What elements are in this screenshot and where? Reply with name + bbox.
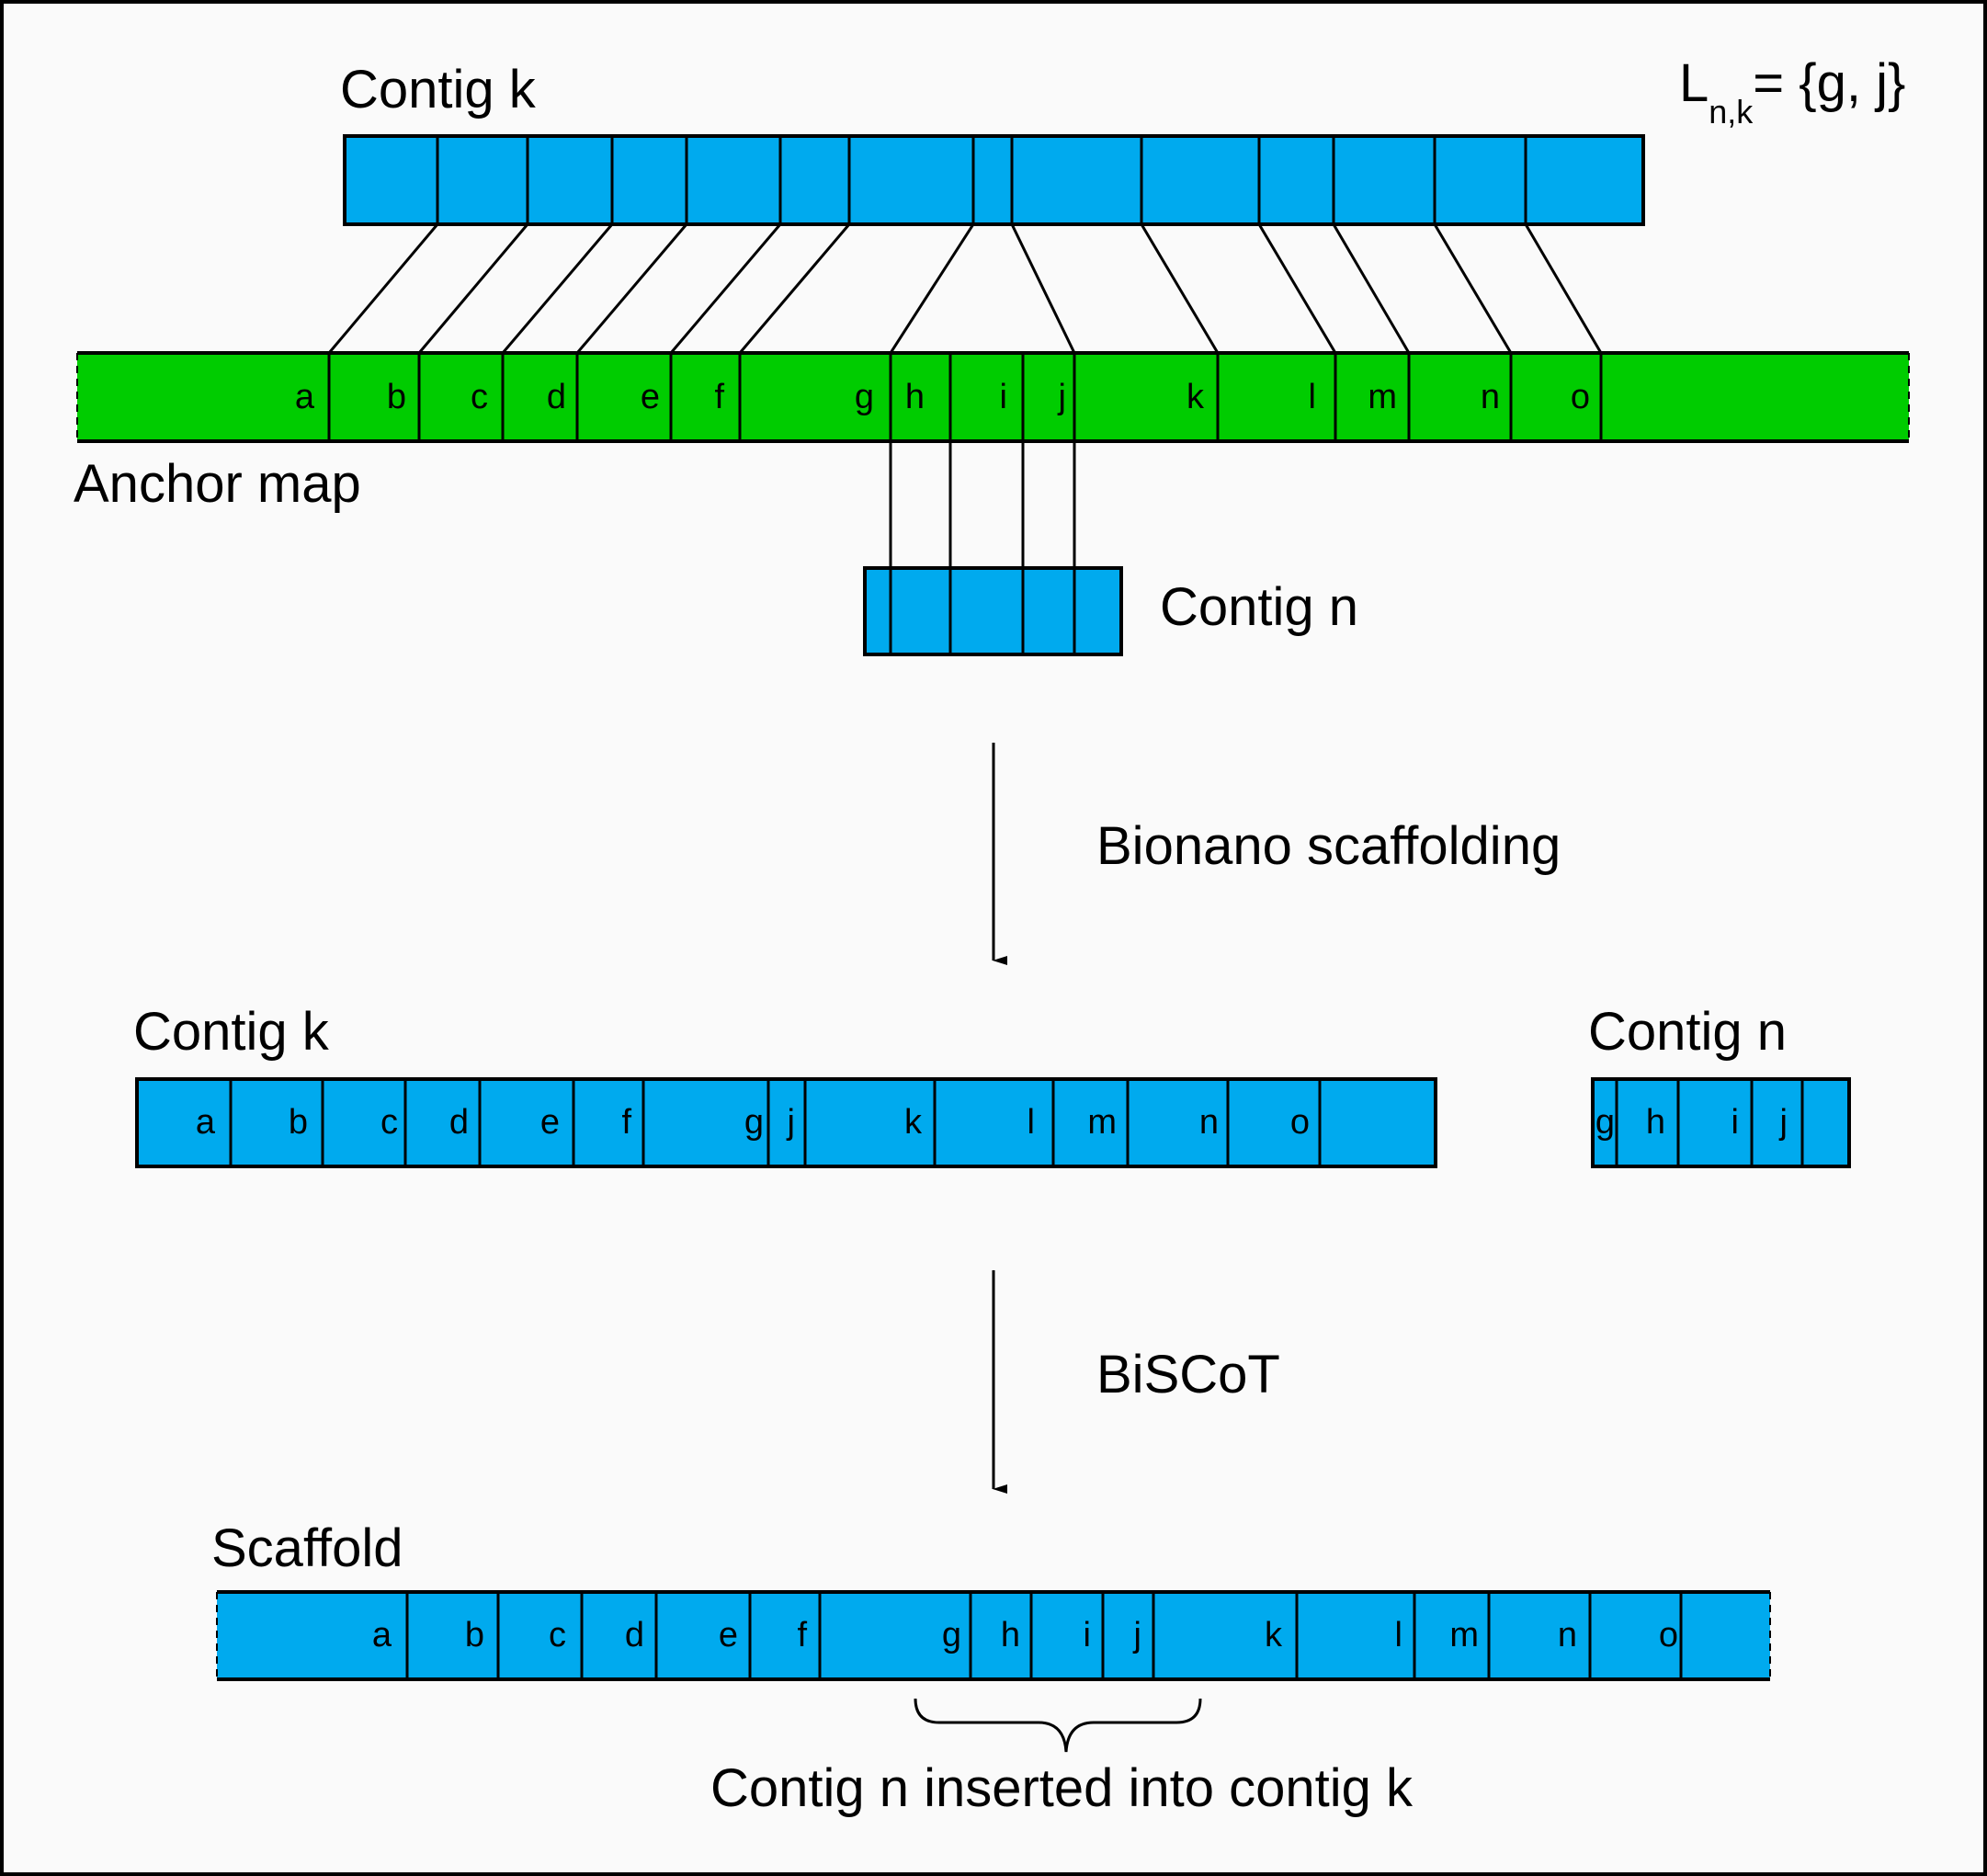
contig-k-result-labels: a b c d e f g j k l m n o: [196, 1103, 1310, 1142]
anchor-map-dividers: [327, 353, 1603, 441]
curly-brace-icon: [914, 1698, 1202, 1753]
result-label: n: [1199, 1103, 1219, 1142]
contig-n-body: [863, 566, 1123, 656]
scaffold-label: m: [1449, 1616, 1479, 1654]
result-label: j: [787, 1103, 795, 1142]
scaffold-label: j: [1133, 1616, 1141, 1654]
step2-label: BiSCoT: [1096, 1345, 1280, 1404]
scaffold-label: f: [797, 1616, 807, 1654]
contig-k-result-title: Contig k: [133, 1002, 330, 1062]
alignment-line: [575, 223, 688, 354]
alignment-line: [669, 223, 782, 354]
inserted-caption: Contig n inserted into contig k: [710, 1758, 1414, 1818]
scaffold-label: c: [549, 1616, 566, 1654]
scaffold-label: b: [465, 1616, 484, 1654]
anchor-label: o: [1571, 378, 1590, 416]
scaffold-label: a: [372, 1616, 392, 1654]
contig-k-result-body: [135, 1077, 1437, 1168]
contig-n-result-label: g: [1595, 1103, 1615, 1142]
contig-k-bar: [343, 134, 1645, 226]
anchor-label: c: [471, 378, 488, 416]
result-label: o: [1290, 1103, 1310, 1142]
scaffold-label: l: [1395, 1616, 1402, 1654]
step1-label: Bionano scaffolding: [1096, 816, 1561, 876]
contig-n-bar: [863, 566, 1123, 656]
scaffold-label: n: [1558, 1616, 1577, 1654]
alignment-line: [1433, 223, 1513, 354]
result-label: m: [1087, 1103, 1117, 1142]
alignment-line: [501, 223, 614, 354]
alignment-line: [738, 223, 851, 354]
result-label: f: [621, 1103, 631, 1142]
anchor-map-body: [77, 353, 1909, 441]
formula-rest: = {g, j}: [1753, 53, 1905, 113]
contig-n-result-label: h: [1646, 1103, 1665, 1142]
anchor-label: d: [547, 378, 566, 416]
anchor-label: h: [905, 378, 925, 416]
alignment-line: [417, 223, 529, 354]
contig-n-result-label: j: [1779, 1103, 1788, 1142]
contig-k-result-dividers: [229, 1079, 1322, 1166]
contig-k-alignment-lines: [327, 223, 1603, 354]
scaffold-dividers: [405, 1592, 1683, 1679]
result-label: g: [744, 1103, 764, 1142]
contig-n-title: Contig n: [1160, 577, 1358, 637]
formula-main: L: [1679, 53, 1709, 113]
alignment-line: [1010, 223, 1076, 354]
scaffold-label: h: [1001, 1616, 1020, 1654]
alignment-line: [327, 223, 439, 354]
contig-n-alignment-lines: [889, 441, 1076, 568]
contig-n-result-label: i: [1732, 1103, 1739, 1142]
scaffold-label: e: [719, 1616, 738, 1654]
anchor-label: e: [641, 378, 660, 416]
anchor-label: f: [714, 378, 724, 416]
result-label: a: [196, 1103, 216, 1142]
anchor-label: i: [1000, 378, 1007, 416]
alignment-line: [1524, 223, 1603, 354]
scaffold-body: [217, 1592, 1770, 1679]
anchor-map-bar: a b c d e f g h i j k l m n o: [76, 351, 1910, 443]
scaffold-bar: a b c d e f g h i j k l m n o: [216, 1590, 1771, 1681]
scaffold-label: g: [942, 1616, 961, 1654]
anchor-map-title: Anchor map: [74, 454, 361, 514]
contig-n-result-body: [1591, 1077, 1851, 1168]
anchor-label: b: [387, 378, 406, 416]
result-label: b: [289, 1103, 308, 1142]
anchor-label: a: [295, 378, 315, 416]
alignment-line: [1140, 223, 1220, 354]
formula: Ln,k= {g, j}: [1679, 53, 1905, 131]
contig-n-result-title: Contig n: [1588, 1002, 1787, 1062]
contig-k-result-bar: a b c d e f g j k l m n o: [135, 1077, 1437, 1168]
result-label: c: [380, 1103, 398, 1142]
formula-subscript: n,k: [1709, 93, 1754, 131]
anchor-labels: a b c d e f g h i j k l m n o: [295, 378, 1590, 416]
anchor-label: m: [1368, 378, 1397, 416]
scaffold-title: Scaffold: [211, 1518, 403, 1578]
anchor-label: n: [1481, 378, 1500, 416]
anchor-label: k: [1187, 378, 1205, 416]
scaffold-label: o: [1659, 1616, 1678, 1654]
anchor-label: j: [1058, 378, 1066, 416]
alignment-line: [1257, 223, 1337, 354]
result-label: l: [1028, 1103, 1035, 1142]
contig-k-title: Contig k: [340, 60, 537, 119]
scaffold-label: k: [1265, 1616, 1283, 1654]
anchor-label: l: [1309, 378, 1316, 416]
alignment-line: [889, 223, 975, 354]
anchor-label: g: [855, 378, 874, 416]
scaffold-label: d: [625, 1616, 644, 1654]
scaffold-labels: a b c d e f g h i j k l m n o: [372, 1616, 1678, 1654]
result-label: k: [904, 1103, 923, 1142]
contig-k-body: [343, 134, 1645, 226]
result-label: d: [449, 1103, 469, 1142]
scaffold-label: i: [1084, 1616, 1091, 1654]
result-label: e: [540, 1103, 560, 1142]
contig-n-result-bar: g h i j: [1591, 1077, 1851, 1168]
alignment-line: [1332, 223, 1411, 354]
